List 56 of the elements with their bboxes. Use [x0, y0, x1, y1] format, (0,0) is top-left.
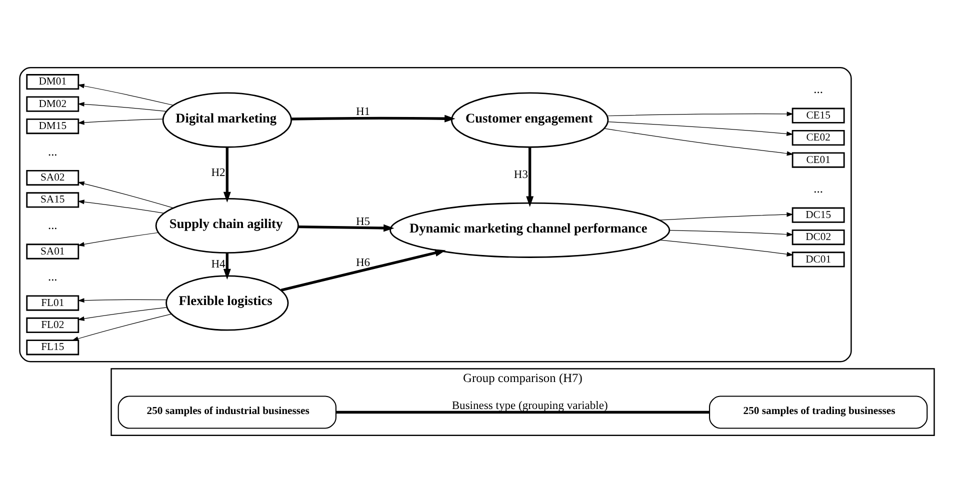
node-box: SA15 [26, 192, 80, 208]
node-box: FL02 [26, 316, 80, 333]
node-box: FL15 [26, 339, 80, 355]
cluster [19, 66, 852, 362]
label: ... [48, 144, 58, 158]
connector [336, 410, 710, 414]
arrow [660, 212, 794, 220]
edge-label: H3 [514, 168, 528, 181]
label: ... [48, 269, 58, 284]
arrow [608, 121, 794, 136]
arrow [298, 224, 394, 232]
arrow [670, 230, 794, 236]
label: ... [48, 218, 58, 232]
node-box: CE01 [792, 152, 845, 168]
node-box: DC15 [792, 206, 845, 222]
node-box: SA01 [26, 243, 80, 259]
arrow [526, 146, 534, 206]
edge-label: H1 [356, 106, 370, 118]
arrow [78, 232, 159, 246]
arrow [607, 111, 794, 116]
node-box: CE02 [792, 130, 845, 146]
arrow [78, 83, 174, 106]
edge-label: H4 [211, 258, 226, 270]
edge-label: Business type (grouping variable) [452, 400, 608, 412]
label: ... [814, 82, 823, 96]
arrow [292, 114, 456, 122]
node-box: DM01 [26, 74, 80, 90]
node-box: DC01 [792, 251, 845, 267]
node-ellipse: Supply chain agility [155, 197, 299, 254]
arrow [223, 146, 231, 202]
edge-label: H6 [356, 256, 370, 269]
node-box: SA02 [26, 169, 80, 186]
node-box: CE15 [792, 107, 845, 123]
arrow [72, 313, 172, 340]
arrow [604, 128, 794, 156]
arrow [78, 118, 163, 124]
arrow [78, 180, 174, 208]
arrow [78, 199, 164, 214]
arrow [78, 298, 167, 302]
node-box: DC02 [792, 228, 845, 245]
node-box: FL01 [26, 294, 80, 310]
edge-label: H5 [356, 216, 370, 228]
arrow [223, 252, 231, 280]
node-box: DM02 [26, 96, 80, 112]
arrow [78, 102, 166, 112]
node-box: 250 samples of trading businesses [709, 395, 928, 428]
edge-label: H2 [211, 166, 226, 178]
node-box: 250 samples of industrial businesses [118, 395, 336, 428]
label: ... [814, 181, 823, 196]
node-ellipse: Digital marketing [162, 92, 292, 148]
node-ellipse: Customer engagement [450, 92, 609, 148]
arrow [660, 239, 794, 256]
arrow [280, 248, 446, 291]
node-box: DM15 [26, 118, 80, 134]
node-ellipse: Flexible logistics [166, 274, 289, 330]
arrow [78, 306, 168, 320]
